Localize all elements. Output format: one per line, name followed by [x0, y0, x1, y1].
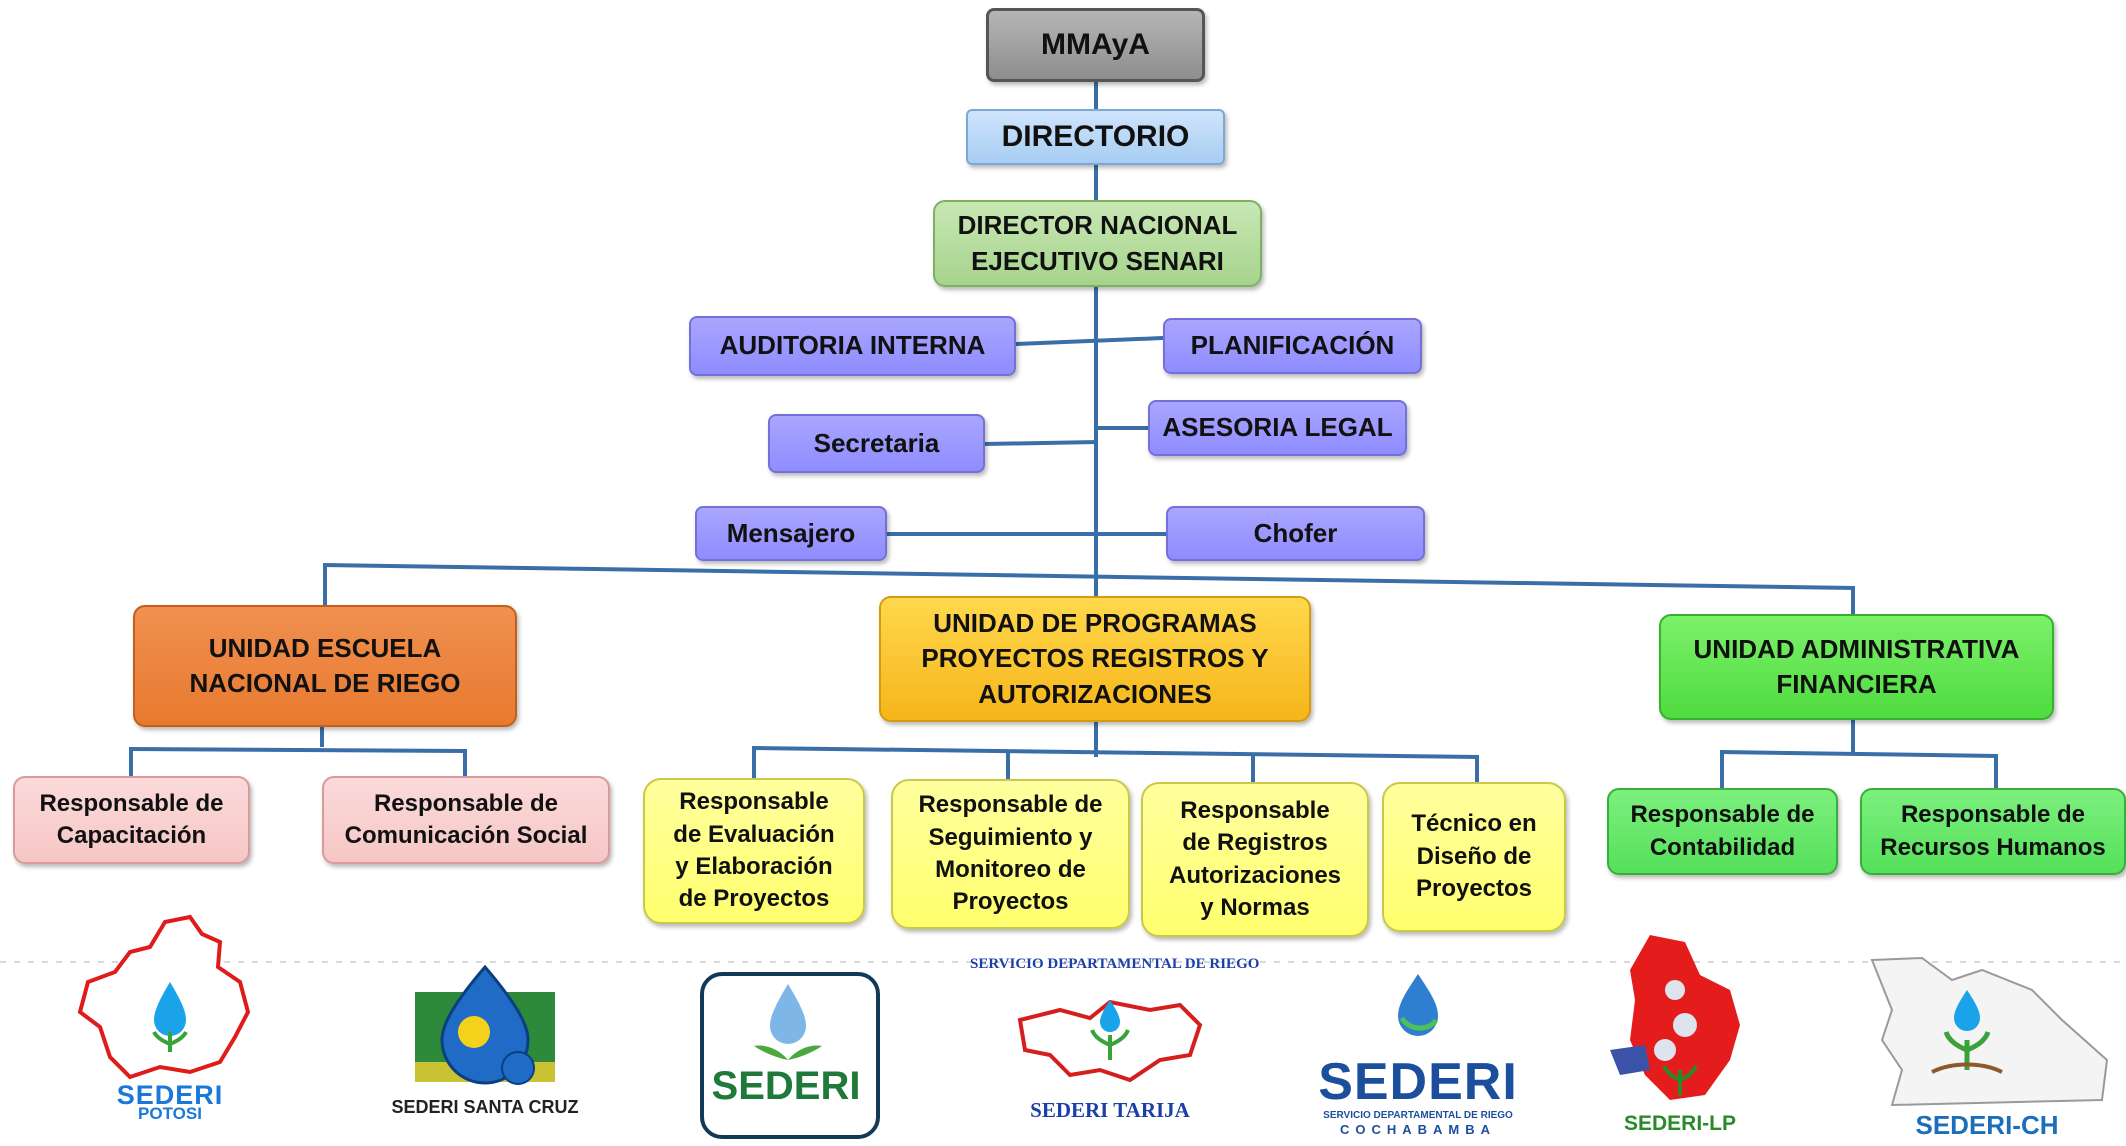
logo-sederi-cochabamba: SEDERI SERVICIO DEPARTAMENTAL DE RIEGO C… [1310, 970, 1526, 1140]
logo-sederi-tarija: SERVICIO DEPARTAMENTAL DE RIEGO SEDERI T… [970, 950, 1260, 1125]
connector-secretaria [982, 439, 1099, 447]
node-unidad-administrativa-label: UNIDAD ADMINISTRATIVA FINANCIERA [1693, 633, 2020, 699]
node-planificacion: PLANIFICACIÓN [1163, 318, 1422, 374]
logo-sederi-oruro-line2: ORURO [756, 1110, 816, 1124]
node-resp-comunicacion-label: Responsable de Comunicación Social [344, 789, 588, 849]
logo-sederi-cochabamba-line2: SERVICIO DEPARTAMENTAL DE RIEGO [1323, 1110, 1513, 1121]
logo-sederi-oruro-line1: SEDERI [711, 1064, 861, 1108]
connector-auditoria [1013, 335, 1166, 347]
node-unidad-programas: UNIDAD DE PROGRAMAS PROYECTOS REGISTROS … [879, 596, 1311, 722]
node-chofer-label: Chofer [1253, 517, 1338, 548]
node-resp-comunicacion: Responsable de Comunicación Social [322, 776, 610, 864]
connector-admin-bar [1719, 749, 1999, 759]
node-tecnico-diseno-label: Técnico en Diseño de Proyectos [1411, 810, 1537, 903]
chuquisaca-map-icon [1870, 956, 2109, 1107]
node-resp-registros-label: Responsable de Registros Autorizaciones … [1168, 796, 1342, 921]
logo-sederi-ch-line1: SEDERI-CH [1915, 1110, 2059, 1140]
node-secretaria-label: Secretaria [813, 427, 940, 458]
potosi-map-icon [77, 914, 251, 1080]
node-unidad-administrativa: UNIDAD ADMINISTRATIVA FINANCIERA [1659, 614, 2054, 720]
node-resp-seguimiento-label: Responsable de Seguimiento y Monitoreo d… [918, 791, 1103, 916]
node-chofer: Chofer [1166, 506, 1425, 561]
node-mmaya: MMAyA [986, 8, 1205, 82]
node-directorio-label: DIRECTORIO [1001, 119, 1190, 153]
node-director-nacional: DIRECTOR NACIONAL EJECUTIVO SENARI [933, 200, 1262, 287]
logo-sederi-tarija-arc: SERVICIO DEPARTAMENTAL DE RIEGO [970, 956, 1260, 972]
cochabamba-drop-icon [1398, 974, 1439, 1036]
node-resp-registros: Responsable de Registros Autorizaciones … [1141, 782, 1369, 937]
santa-cruz-emblem-icon [415, 964, 555, 1085]
node-directorio: DIRECTORIO [966, 109, 1225, 165]
node-mmaya-label: MMAyA [1041, 27, 1150, 61]
node-resp-evaluacion-label: Responsable de Evaluación y Elaboración … [673, 788, 835, 913]
logo-sederi-lp-line1: SEDERI-LP [1623, 1112, 1736, 1135]
logo-sederi-potosi-line2: POTOSI [138, 1104, 202, 1123]
node-resp-contabilidad-label: Responsable de Contabilidad [1630, 801, 1815, 861]
node-resp-rrhh-label: Responsable de Recursos Humanos [1880, 801, 2106, 861]
node-auditoria-interna: AUDITORIA INTERNA [689, 316, 1016, 376]
logo-sederi-cochabamba-line1: SEDERI [1318, 1053, 1518, 1111]
logo-sederi-oruro: SEDERI ORURO [700, 972, 880, 1139]
node-resp-contabilidad: Responsable de Contabilidad [1607, 788, 1838, 875]
logo-sederi-santa-cruz-line1: SEDERI SANTA CRUZ [391, 1097, 579, 1117]
node-unidad-escuela-label: UNIDAD ESCUELA NACIONAL DE RIEGO [189, 632, 461, 698]
logo-sederi-lp: SEDERI-LP [1590, 930, 1770, 1140]
node-mensajero-label: Mensajero [726, 517, 856, 548]
node-secretaria: Secretaria [768, 414, 985, 473]
logo-sederi-cochabamba-line3: COCHABAMBA [1339, 1122, 1497, 1137]
oruro-drop-icon [754, 984, 822, 1060]
logo-sederi-santa-cruz: SEDERI SANTA CRUZ [370, 962, 600, 1122]
node-tecnico-diseno: Técnico en Diseño de Proyectos [1382, 782, 1566, 932]
node-auditoria-interna-label: AUDITORIA INTERNA [719, 330, 986, 361]
logo-sederi-potosi: SEDERI POTOSI [70, 912, 270, 1123]
node-director-nacional-label: DIRECTOR NACIONAL EJECUTIVO SENARI [957, 210, 1238, 276]
node-unidad-programas-label: UNIDAD DE PROGRAMAS PROYECTOS REGISTROS … [921, 608, 1269, 709]
node-resp-rrhh: Responsable de Recursos Humanos [1860, 788, 2126, 875]
node-unidad-escuela: UNIDAD ESCUELA NACIONAL DE RIEGO [133, 605, 517, 727]
node-asesoria-legal-label: ASESORIA LEGAL [1162, 412, 1393, 443]
connector-units-bar [322, 562, 1856, 591]
logo-sederi-tarija-line1: SEDERI TARIJA [1030, 1098, 1190, 1122]
node-resp-capacitacion: Responsable de Capacitación [13, 776, 250, 864]
connector-escuela-bar [128, 746, 468, 754]
node-mensajero: Mensajero [695, 506, 887, 561]
tarija-map-icon [1017, 999, 1203, 1083]
logo-sederi-potosi-line1: SEDERI [116, 1080, 224, 1110]
lapaz-map-icon [1610, 935, 1740, 1100]
connector-programas-bar [751, 745, 1480, 760]
logo-sederi-ch: SEDERI-CH [1862, 950, 2112, 1140]
node-resp-evaluacion: Responsable de Evaluación y Elaboración … [643, 778, 865, 924]
node-asesoria-legal: ASESORIA LEGAL [1148, 400, 1407, 456]
node-planificacion-label: PLANIFICACIÓN [1190, 330, 1395, 361]
node-resp-capacitacion-label: Responsable de Capacitación [39, 789, 224, 849]
node-resp-seguimiento: Responsable de Seguimiento y Monitoreo d… [891, 779, 1130, 929]
